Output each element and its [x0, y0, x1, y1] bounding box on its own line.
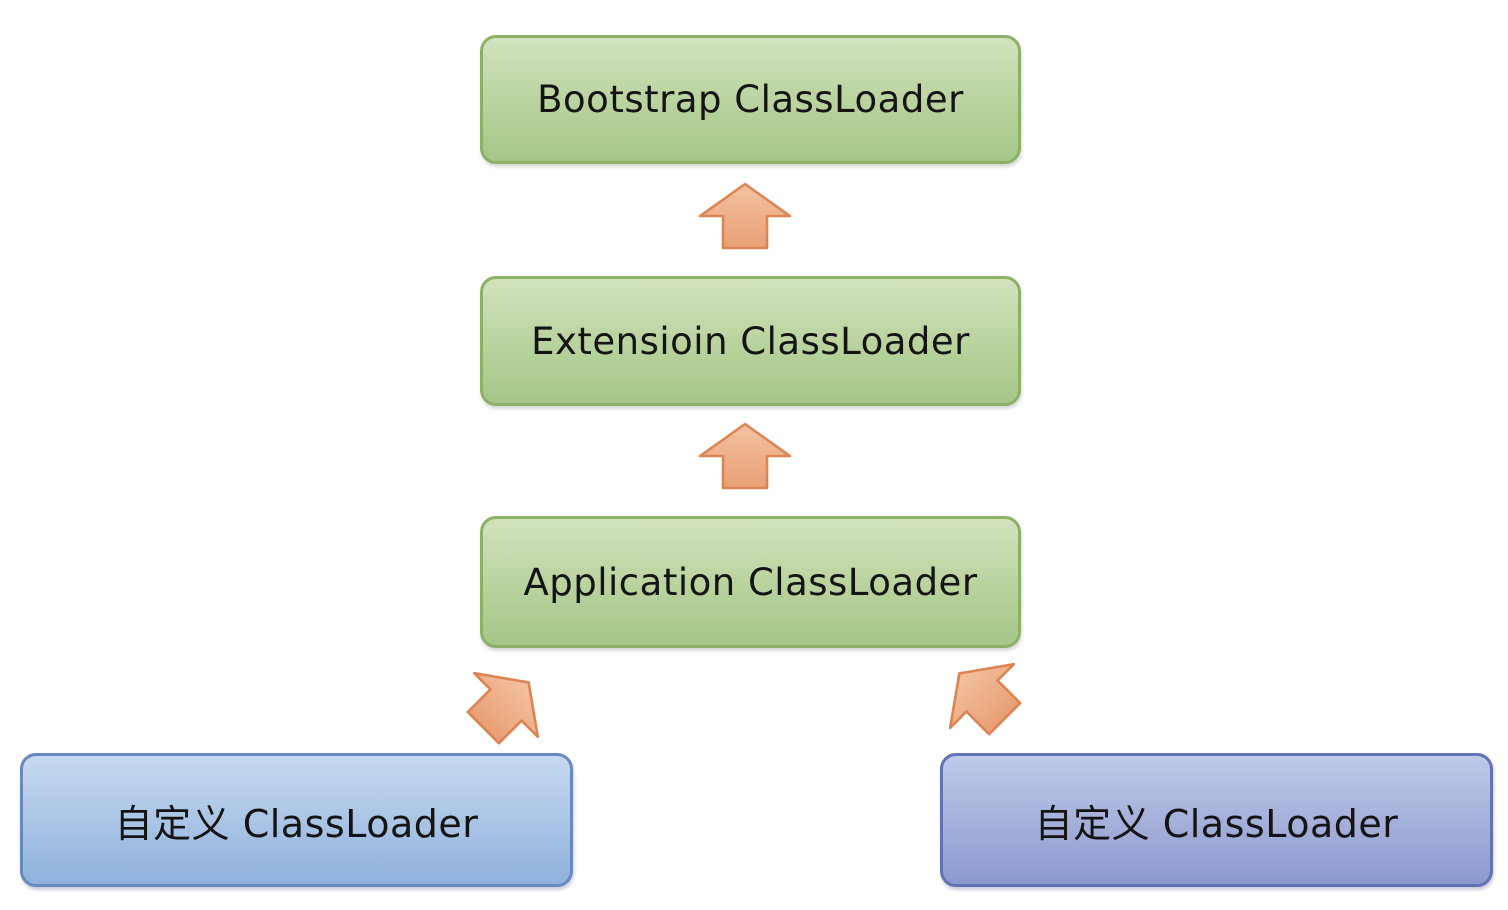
arrow-up-extension-to-bootstrap-icon — [698, 182, 792, 250]
node-custom-classloader-right: 自定义 ClassLoader — [940, 753, 1493, 887]
arrow-up-right-custom-to-application-icon — [449, 648, 564, 763]
node-extension-label: Extensioin ClassLoader — [531, 319, 970, 363]
node-bootstrap-classloader: Bootstrap ClassLoader — [480, 35, 1021, 164]
node-bootstrap-label: Bootstrap ClassLoader — [537, 78, 964, 121]
node-custom-classloader-left: 自定义 ClassLoader — [20, 753, 573, 887]
node-application-label: Application ClassLoader — [523, 560, 978, 604]
node-custom-left-label: 自定义 ClassLoader — [114, 801, 479, 846]
arrow-up-application-to-extension-icon — [698, 422, 792, 490]
node-custom-right-label: 自定义 ClassLoader — [1034, 801, 1399, 846]
arrow-up-left-custom-to-application-icon — [925, 639, 1040, 754]
node-application-classloader: Application ClassLoader — [480, 516, 1021, 648]
node-extension-classloader: Extensioin ClassLoader — [480, 276, 1021, 406]
